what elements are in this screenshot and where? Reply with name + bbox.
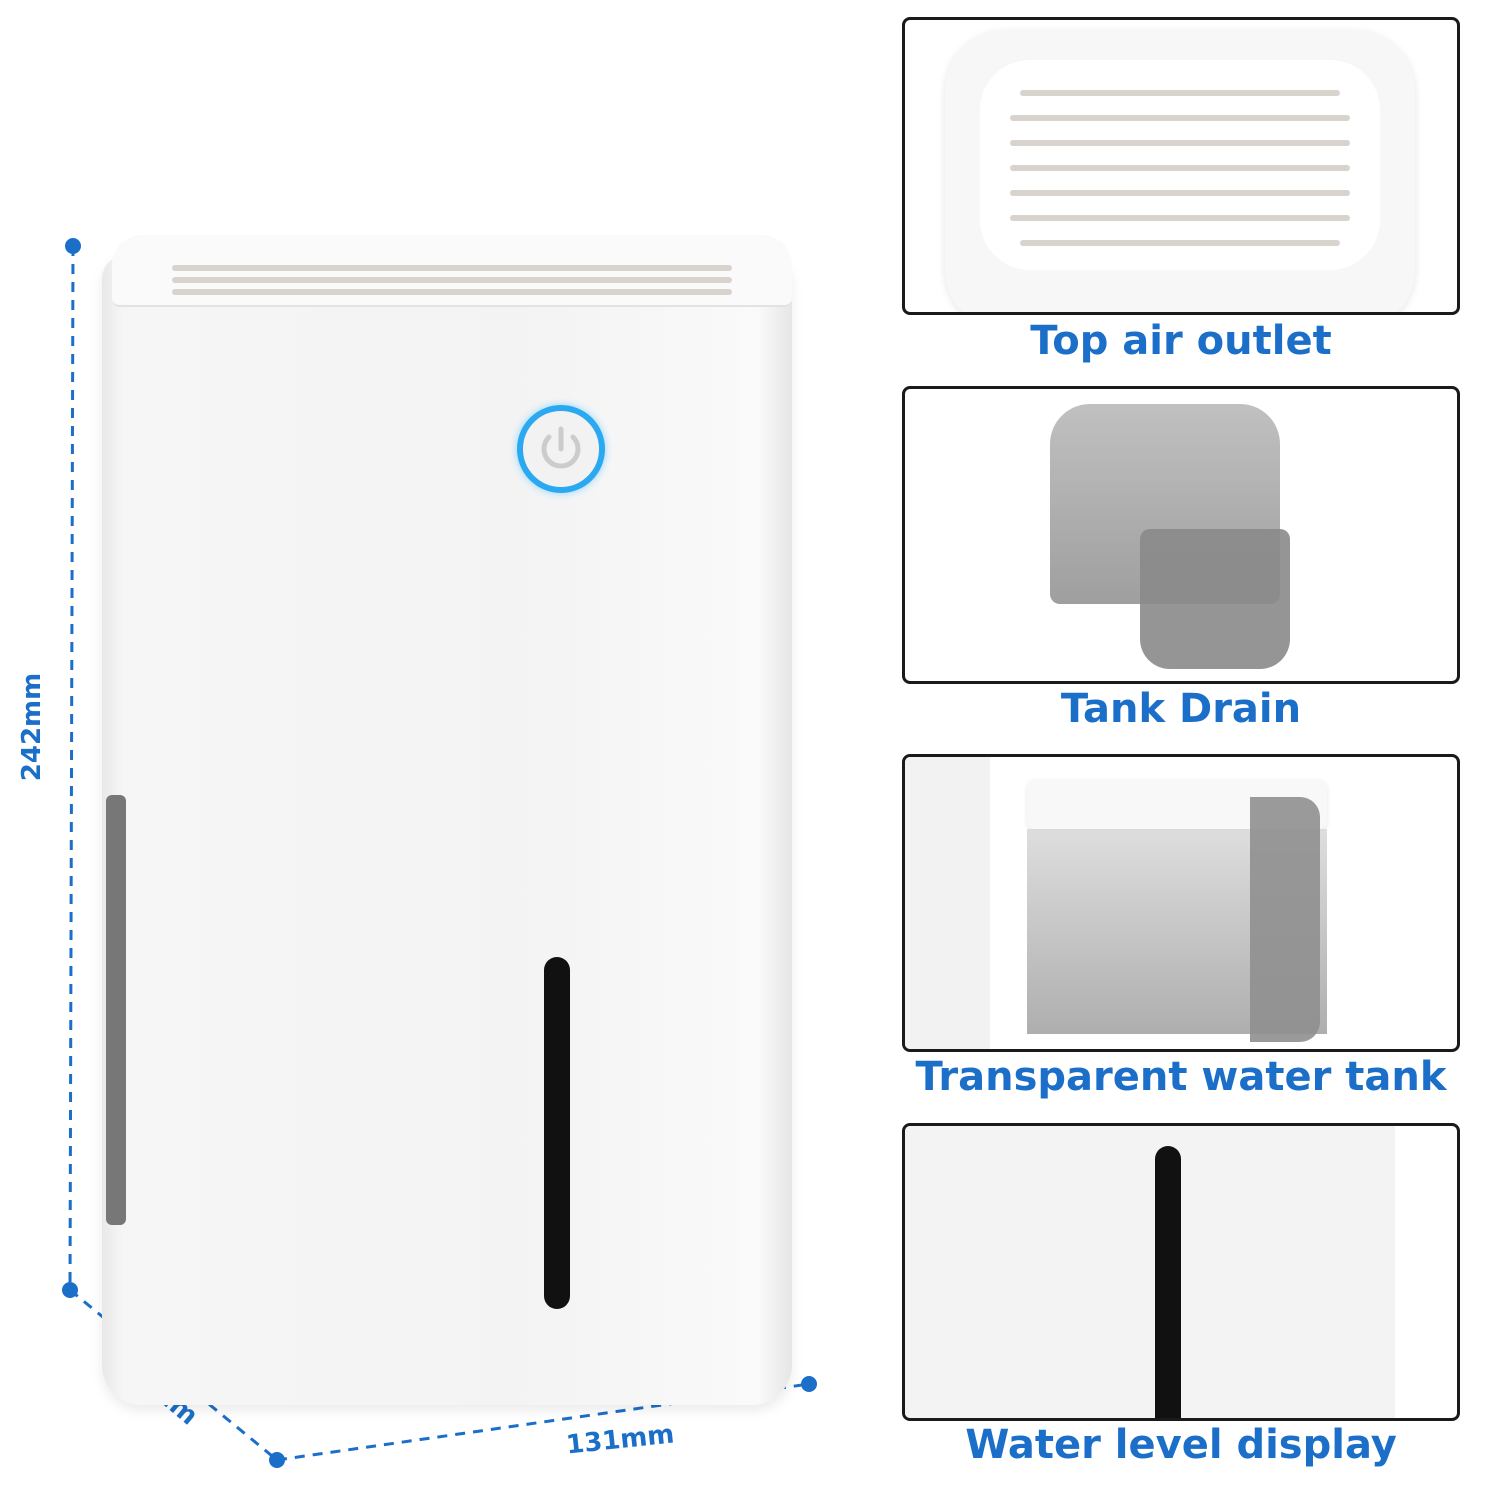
dimension-endpoint (801, 1376, 817, 1392)
power-icon (541, 426, 581, 469)
top-vent (112, 235, 792, 307)
caption-water-level-display: Water level display (965, 1422, 1397, 1468)
caption-tank-drain: Tank Drain (1060, 686, 1302, 732)
dimension-endpoint (65, 238, 81, 254)
panel-top-air-outlet (902, 17, 1460, 315)
dimension-endpoint (269, 1452, 285, 1468)
dehumidifier (102, 235, 794, 1415)
caption-transparent-water-tank: Transparent water tank (915, 1054, 1447, 1100)
side-window (106, 795, 126, 1225)
caption-top-air-outlet: Top air outlet (1030, 318, 1332, 364)
panel-transparent-water-tank (902, 754, 1460, 1052)
dimension-endpoint (62, 1282, 78, 1298)
power-button[interactable] (517, 405, 605, 493)
water-level-window (544, 957, 570, 1309)
height-label: 242mm (17, 672, 48, 782)
panel-water-level-display (902, 1123, 1460, 1421)
panel-tank-drain (902, 386, 1460, 684)
